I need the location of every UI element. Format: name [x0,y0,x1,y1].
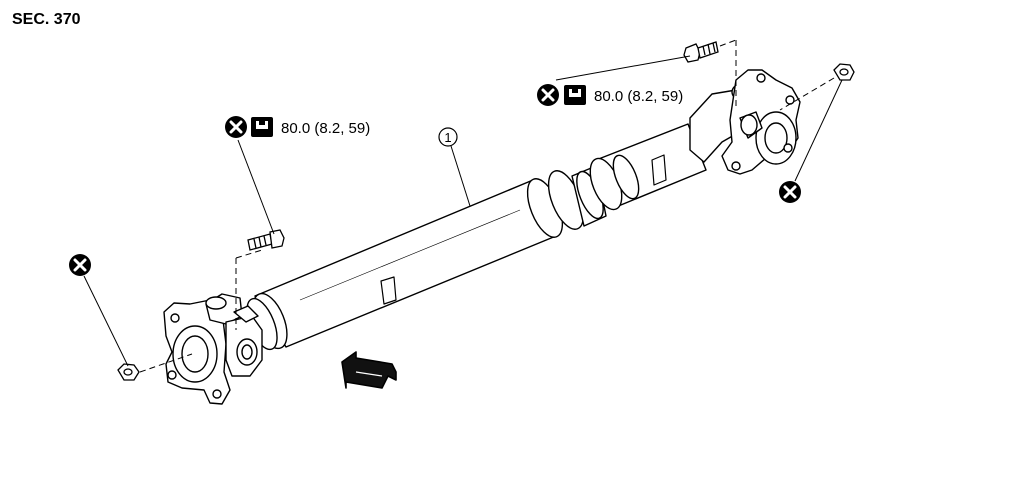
torque-value-front: 80.0 (8.2, 59) [281,120,370,137]
torque-value-rear: 80.0 (8.2, 59) [594,88,683,105]
front-nut [117,363,140,381]
rear-bolt-guide [719,39,737,47]
propeller-shaft [246,123,707,351]
front-nut-mark-leader [83,275,129,367]
x-circle-icon [69,254,91,276]
front-bolt [247,229,285,251]
x-circle-icon [779,181,801,203]
rear-universal-joint [689,69,801,175]
torque-spec-front: 80.0 (8.2, 59) [225,116,370,235]
callout-1: 1 [438,127,471,207]
rear-bolt [683,41,719,63]
front-universal-joint [163,293,263,405]
front-bolt-guide [235,249,263,259]
wrench-torque-icon [251,117,273,137]
front-direction-arrow [341,351,397,389]
x-circle-icon [225,116,247,138]
callout-1-number: 1 [444,130,451,145]
wrench-torque-icon [564,85,586,105]
rear-nut [833,63,855,81]
front-nut-leader [139,353,193,373]
section-label: SEC. 370 [12,11,81,28]
rear-nut-mark-leader [794,79,843,182]
rear-nut-leader [779,77,835,111]
x-circle-icon [537,84,559,106]
torque-spec-rear: 80.0 (8.2, 59) [537,55,691,106]
